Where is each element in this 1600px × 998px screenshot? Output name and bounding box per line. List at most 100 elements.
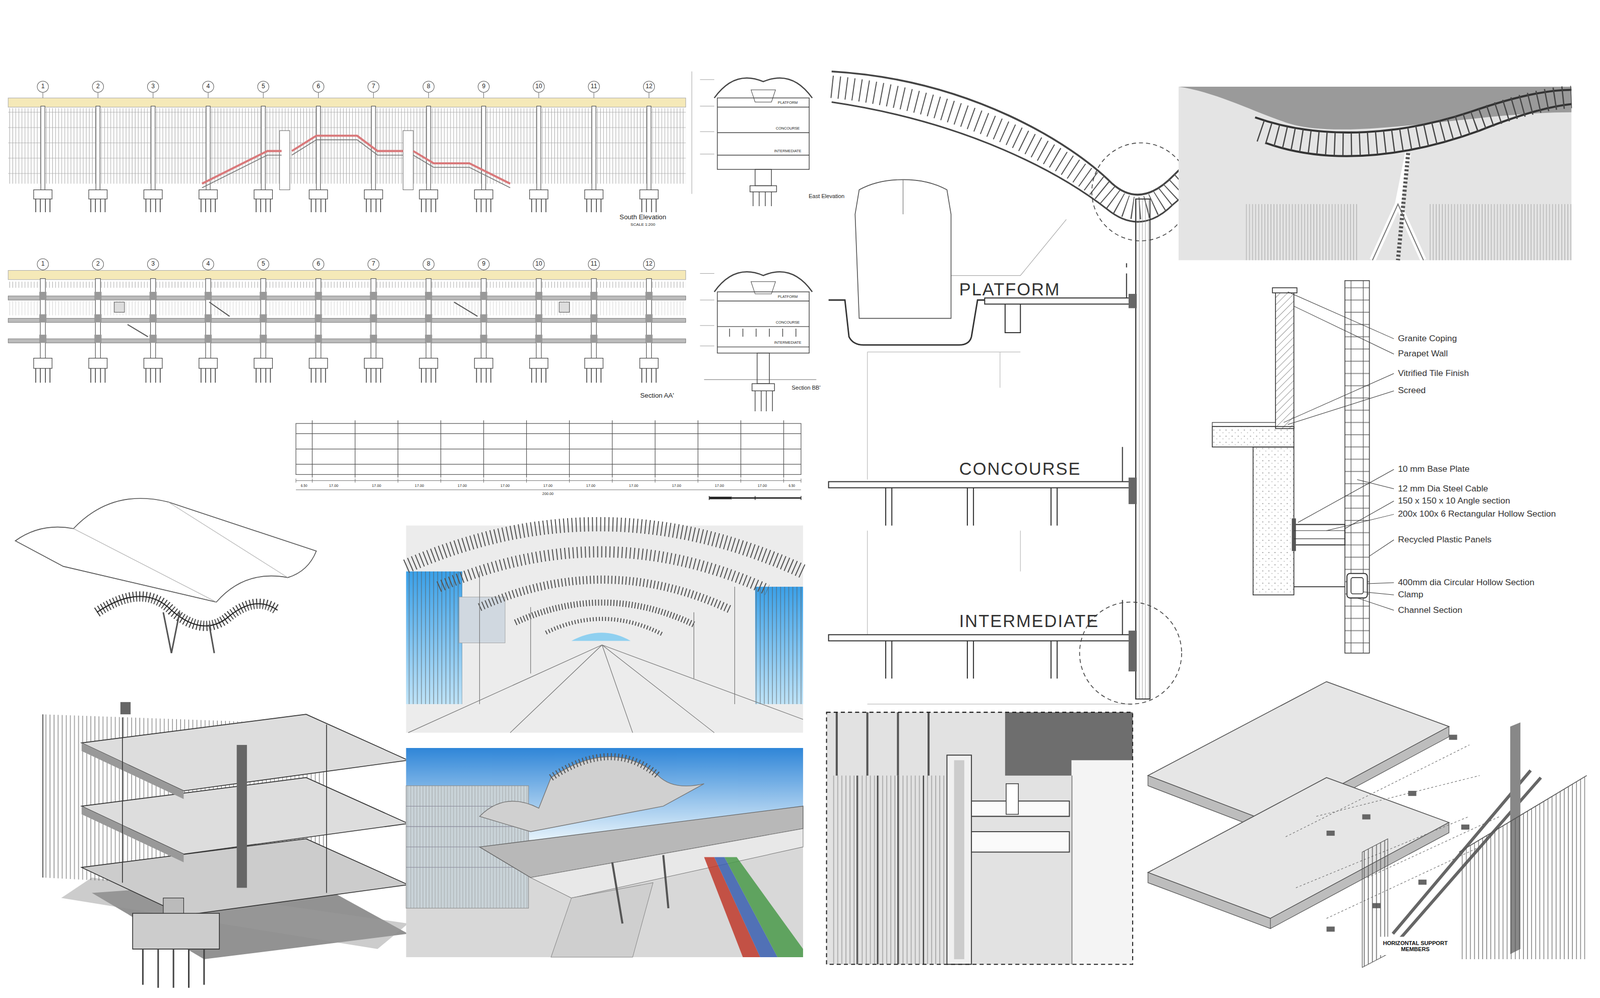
south-elevation-part-part: [312, 81, 324, 93]
grid-number: 8: [426, 261, 431, 268]
dimension: 17.00: [671, 483, 682, 488]
section-bb-part: [755, 390, 773, 411]
south-elevation-part: [529, 92, 548, 213]
section-aa-part: [8, 338, 686, 343]
section-aa-part: [364, 269, 383, 383]
section-aa-part-part: [257, 258, 269, 270]
section-aa-part: [37, 258, 655, 270]
east-elevation-part: [751, 89, 776, 102]
grid-number: 12: [645, 261, 653, 268]
south-elevation-part-part: [202, 81, 214, 93]
detail-callout: Vitrified Tile Finish: [1397, 368, 1469, 379]
station-section-part: [828, 481, 1131, 488]
east-elevation-part: [755, 169, 772, 186]
connection-closeup-part: [1071, 775, 1073, 965]
exploded-assembly: [1147, 681, 1587, 968]
section-bb-part: [752, 383, 775, 391]
dimension: 17.00: [500, 483, 510, 488]
interior-render-part-part: [438, 551, 768, 590]
level-label: CONCOURSE: [775, 320, 800, 325]
grid-number: 8: [426, 83, 431, 90]
plan-part: [709, 497, 732, 500]
section-bb-part: [700, 273, 715, 347]
grid-number: 2: [96, 261, 100, 268]
drawing-title: South Elevation: [619, 213, 666, 222]
detail-callout: Parapet Wall: [1397, 349, 1448, 359]
grid-number: 7: [372, 261, 376, 268]
dimension: 17.00: [586, 483, 596, 488]
exploded-assembly-part-part: [1362, 814, 1371, 820]
exploded-assembly-part: [1326, 734, 1470, 933]
grid-number: 4: [206, 261, 211, 268]
south-elevation-part-part: [147, 81, 159, 93]
drawing-title: East Elevation: [808, 193, 845, 200]
roof-render-part: [1397, 153, 1408, 261]
structure-isometric-part: [142, 949, 204, 989]
section-aa-part-part: [37, 258, 49, 270]
wall-detail: [1212, 280, 1394, 654]
station-section-part: [1128, 630, 1137, 672]
station-section-part: [1122, 599, 1124, 635]
roof-render-part: [1178, 86, 1572, 261]
grid-number: 4: [206, 83, 211, 90]
grid-number: 11: [590, 83, 598, 90]
section-bb-part: [757, 352, 770, 384]
south-elevation-part: [279, 130, 290, 190]
detail-callout: 400mm dia Circular Hollow Section: [1397, 577, 1535, 588]
dimension: 17.00: [414, 483, 424, 488]
exploded-assembly-part: [1147, 822, 1449, 930]
station-section-part: [885, 640, 1058, 679]
detail-callout: 150 x 150 x 10 Angle section: [1397, 496, 1510, 506]
plan-part: [295, 423, 802, 475]
grid-number: 2: [96, 83, 100, 90]
grid-number: 6: [316, 83, 321, 90]
section-aa-part: [199, 269, 218, 383]
section-aa-part-part: [477, 258, 489, 270]
section-bb-part: [717, 291, 810, 353]
structure-isometric: [42, 702, 409, 989]
plan: [295, 420, 802, 501]
dimension: 17.00: [757, 483, 767, 488]
grid-number: 5: [261, 261, 266, 268]
interior-render-part-part: [406, 524, 804, 572]
south-elevation-part: [474, 92, 493, 213]
section-aa-part: [114, 301, 125, 313]
wall-detail-part: [1294, 524, 1345, 545]
east-elevation-part: [717, 97, 810, 170]
detail-callout: 12 mm Dia Steel Cable: [1397, 483, 1489, 494]
section-aa-part: [143, 269, 162, 383]
interior-render-part: [406, 571, 463, 705]
wall-detail-part-part: [1363, 591, 1394, 595]
grid-number: 1: [41, 261, 45, 268]
grid-number: 10: [535, 261, 542, 268]
section-aa-part: [88, 269, 107, 383]
section-aa-part: [254, 269, 273, 383]
interior-render-part: [406, 525, 804, 733]
level-label: PLATFORM: [777, 100, 798, 105]
connection-closeup-part: [856, 775, 924, 965]
level-label: PLATFORM: [959, 280, 1061, 300]
roof-isometric-part: [96, 596, 278, 626]
south-elevation-part-part: [37, 81, 49, 93]
section-aa-part: [8, 270, 686, 280]
wall-detail-part-part: [1367, 582, 1394, 584]
section-aa-part: [474, 269, 493, 383]
plan-part: [295, 478, 802, 483]
connection-closeup-part: [971, 801, 1070, 852]
east-elevation-part: [750, 185, 777, 192]
station-section-part: [984, 297, 1131, 304]
exploded-assembly-part-part: [1448, 734, 1457, 741]
section-aa-part-part: [422, 258, 435, 270]
section-aa-part: [639, 269, 658, 383]
south-elevation-part: [202, 139, 511, 188]
station-section-part: [1135, 199, 1150, 700]
south-elevation-part-part: [477, 81, 489, 93]
exploded-assembly-part: [1459, 775, 1587, 853]
section-aa-part-part: [92, 258, 104, 270]
dimension: 6.50: [788, 483, 795, 488]
detail-callout: 200x 100x 6 Rectangular Hollow Section: [1397, 509, 1556, 520]
detail-callout: Recycled Plastic Panels: [1397, 534, 1492, 545]
roof-render-part: [1260, 96, 1572, 145]
exterior-render: [406, 748, 804, 958]
